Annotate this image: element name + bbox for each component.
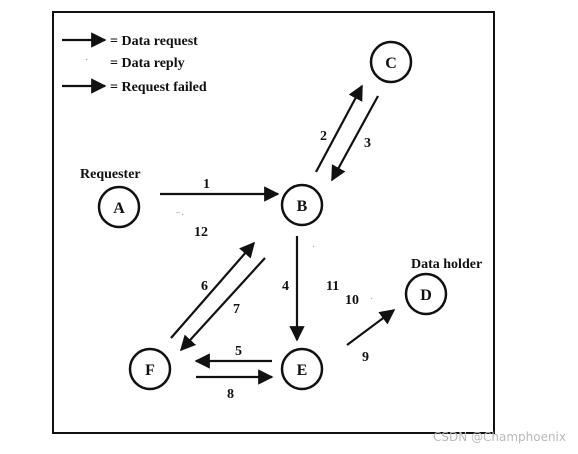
- reply-mark-12: ⁻·: [175, 209, 184, 221]
- edge-label-1: 1: [203, 177, 210, 192]
- edge-9-arrow: [346, 309, 396, 346]
- node-c-circle: [369, 40, 413, 84]
- node-f-label: F: [145, 362, 155, 379]
- node-c-label: C: [385, 55, 397, 72]
- node-a-circle: [97, 185, 141, 229]
- edge-6-arrow: [170, 241, 256, 339]
- node-f-circle: [128, 347, 172, 391]
- node-d-label: D: [420, 287, 432, 304]
- reply-mark-b: ·: [312, 242, 315, 253]
- reply-mark-10: ·: [370, 294, 373, 305]
- legend-reply-label: = Data reply: [110, 56, 185, 71]
- node-c: C: [369, 40, 413, 84]
- node-d: D: [404, 272, 448, 316]
- edge-label-8: 8: [227, 387, 234, 402]
- edge-label-11: 11: [326, 279, 339, 294]
- edge-label-7: 7: [233, 302, 240, 317]
- edge-label-3: 3: [364, 136, 371, 151]
- node-a-label: A: [113, 200, 125, 217]
- diagram-frame: [52, 11, 495, 434]
- legend: = Data request · = Data reply = Request …: [62, 32, 207, 95]
- edge-label-12: 12: [194, 225, 208, 240]
- edge-7-arrow: [179, 257, 266, 352]
- node-e-label: E: [297, 362, 308, 379]
- watermark: CSDN @Champhoenix: [432, 430, 566, 444]
- edge-label-4: 4: [282, 279, 289, 294]
- legend-failed-label: = Request failed: [110, 80, 207, 95]
- edge-3-arrow: [331, 95, 379, 182]
- edge-label-9: 9: [362, 350, 369, 365]
- node-b-label: B: [297, 198, 308, 215]
- node-b: B: [280, 183, 324, 227]
- node-d-circle: [404, 272, 448, 316]
- node-e: E: [280, 347, 324, 391]
- edge-2-arrow: [315, 84, 363, 173]
- data-holder-label: Data holder: [411, 257, 482, 272]
- node-f: F: [128, 347, 172, 391]
- edge-label-10: 10: [345, 293, 359, 308]
- node-b-circle: [280, 183, 324, 227]
- legend-reply-mark: ·: [85, 55, 88, 66]
- edge-label-2: 2: [320, 129, 327, 144]
- requester-label: Requester: [80, 167, 141, 182]
- legend-request-label: = Data request: [110, 34, 198, 49]
- node-e-circle: [280, 347, 324, 391]
- edge-label-5: 5: [235, 344, 242, 359]
- node-a: A: [97, 185, 141, 229]
- edge-label-6: 6: [201, 279, 208, 294]
